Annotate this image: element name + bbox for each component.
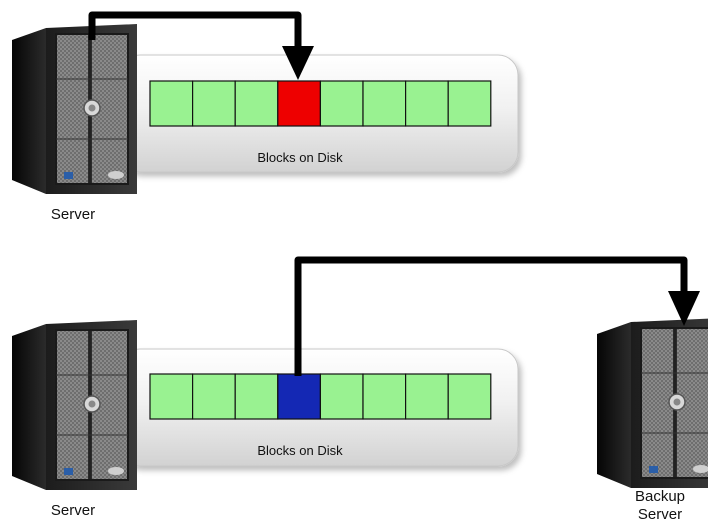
bottom-panel: Blocks on Disk Server Backup Server	[12, 256, 708, 523]
disk-block	[192, 80, 236, 127]
server-icon	[12, 320, 137, 490]
server-label: Server	[51, 502, 95, 519]
disk-block	[319, 80, 364, 127]
disk-block-blue	[277, 373, 321, 420]
disk-block	[405, 373, 449, 420]
disk-block	[149, 373, 194, 420]
server-label: Server	[51, 206, 95, 223]
backup-server-icon	[597, 318, 708, 488]
disk-block	[447, 373, 492, 420]
top-panel: Blocks on Disk Server	[12, 11, 519, 223]
disk-block	[149, 80, 194, 127]
disk-block	[234, 373, 279, 420]
backup-server-label-line2: Server	[638, 506, 682, 523]
disk-block-red	[277, 80, 321, 127]
disk-block	[362, 80, 407, 127]
backup-server-label-line1: Backup	[635, 488, 685, 505]
backup-arrow-head	[668, 291, 700, 326]
disk-blocks	[149, 80, 492, 127]
disk-label: Blocks on Disk	[257, 150, 343, 165]
disk-block	[362, 373, 407, 420]
disk-block	[234, 80, 279, 127]
disk-label: Blocks on Disk	[257, 443, 343, 458]
disk-block	[447, 80, 492, 127]
disk-block	[405, 80, 449, 127]
disk-block	[192, 373, 236, 420]
write-arrow-head	[282, 46, 314, 80]
disk-block	[319, 373, 364, 420]
backup-arrow	[294, 256, 688, 376]
write-arrow	[88, 11, 302, 62]
server-icon	[12, 24, 137, 194]
disk-blocks	[149, 373, 492, 420]
